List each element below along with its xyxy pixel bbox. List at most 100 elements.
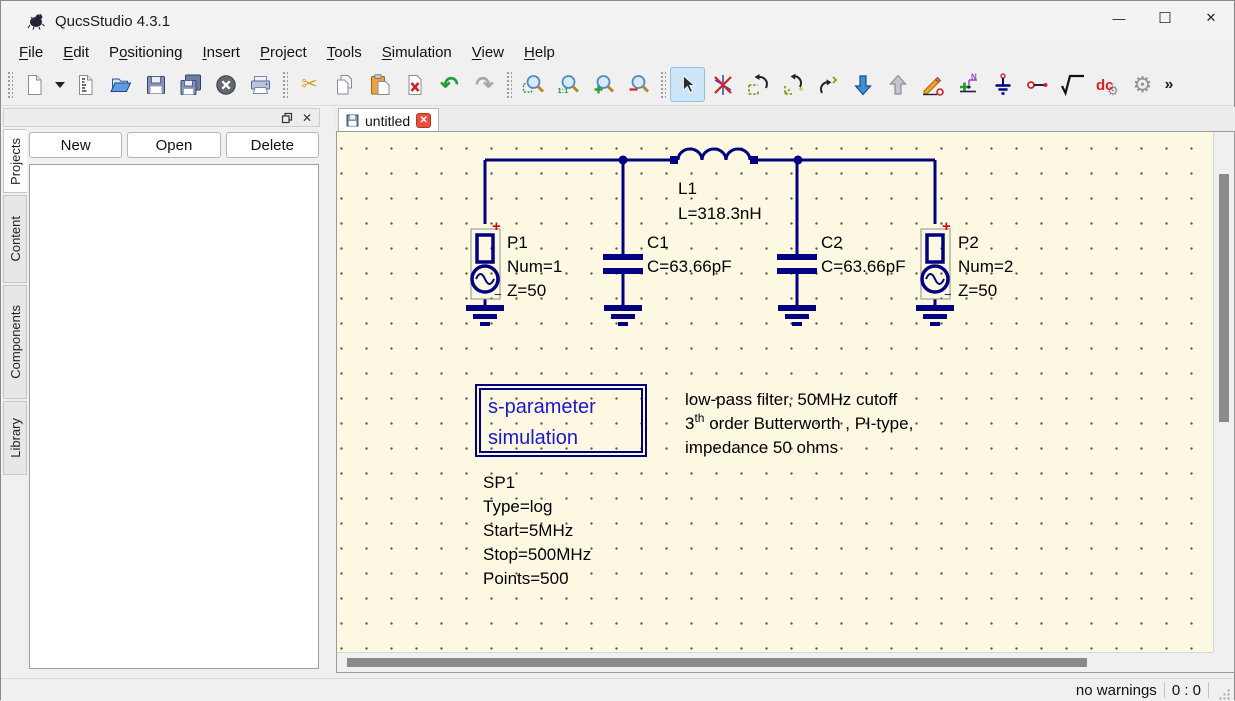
component-C1[interactable]: C1 C=63.66pF — [603, 233, 732, 276]
svg-text:C=63.66pF: C=63.66pF — [821, 257, 906, 276]
warnings-status: no warnings — [1075, 681, 1157, 699]
print-document-button[interactable] — [243, 67, 278, 102]
component-P1[interactable]: + − P1 Num=1 Z=50 — [470, 218, 562, 302]
insert-equation-button[interactable] — [1055, 67, 1090, 102]
close-button[interactable]: ✕ — [1188, 1, 1234, 35]
horizontal-scrollbar-thumb[interactable] — [347, 658, 1087, 667]
dc-bias-simulation-button[interactable]: ⚙ dc — [1090, 67, 1125, 102]
s-parameter-simulation-block[interactable]: s-parameter simulation — [475, 384, 647, 457]
svg-text:Type=log: Type=log — [483, 497, 552, 516]
svg-text:N: N — [971, 73, 977, 82]
menu-file[interactable]: File — [19, 44, 44, 61]
sidebar-tab-components[interactable]: Components — [3, 285, 27, 399]
node-name-icon: N — [959, 73, 977, 92]
zoom-1-1-button[interactable]: 1:1 — [551, 67, 586, 102]
insert-wire-label-button[interactable] — [915, 67, 950, 102]
menu-project[interactable]: Project — [259, 44, 307, 61]
mirror-component-button[interactable] — [810, 67, 845, 102]
sidebar-tab-projects[interactable]: Projects — [3, 129, 27, 193]
sp1-parameters[interactable]: SP1 Type=log Start=5MHz Stop=500MHz Poin… — [483, 473, 591, 588]
close-document-button[interactable] — [208, 67, 243, 102]
new-document-button[interactable] — [17, 67, 52, 102]
zoom-out-icon — [629, 74, 650, 93]
float-panel-icon[interactable] — [281, 112, 293, 124]
pop-out-subcircuit-button[interactable] — [880, 67, 915, 102]
component-C2[interactable]: C2 C=63.66pF — [777, 233, 906, 276]
menu-help[interactable]: Help — [524, 44, 555, 61]
zoom-in-button[interactable] — [586, 67, 621, 102]
statusbar-separator — [1163, 682, 1165, 698]
insert-ground-button[interactable] — [985, 67, 1020, 102]
new-text-document-button[interactable] — [68, 67, 103, 102]
go-into-subcircuit-button[interactable] — [845, 67, 880, 102]
undo-button[interactable]: ↶ — [432, 67, 467, 102]
vertical-scrollbar-thumb[interactable] — [1219, 174, 1229, 422]
schematic-svg: L1 L=318.3nH + − P1 Num=1 Z=50 — [466, 147, 1013, 588]
zoom-fit-button[interactable] — [516, 67, 551, 102]
open-document-button[interactable] — [103, 67, 138, 102]
svg-text:impedance 50 ohms: impedance 50 ohms — [685, 438, 838, 457]
comment-text[interactable]: low-pass filter, 50MHz cutoff 3th order … — [685, 390, 913, 457]
menu-view[interactable]: View — [471, 44, 505, 61]
document-tab-untitled[interactable]: untitled ✕ — [338, 108, 440, 132]
close-panel-icon[interactable]: ✕ — [301, 110, 312, 125]
statusbar-separator — [1208, 682, 1209, 698]
zoom-1-1-icon: 1:1 — [558, 74, 580, 95]
wires[interactable] — [483, 158, 937, 305]
menu-tools[interactable]: Tools — [326, 44, 362, 61]
wire-junction — [618, 155, 628, 165]
schematic-canvas[interactable]: L1 L=318.3nH + − P1 Num=1 Z=50 — [337, 132, 1214, 653]
menu-edit[interactable]: Edit — [63, 44, 90, 61]
menu-positioning[interactable]: Positioning — [109, 44, 183, 61]
menu-simulation[interactable]: Simulation — [381, 44, 452, 61]
cut-button[interactable]: ✂ — [292, 67, 327, 102]
ground-icon — [995, 72, 1010, 95]
svg-text:⚙: ⚙ — [1107, 83, 1119, 97]
more-chevron-icon: » — [1164, 75, 1174, 93]
horizontal-scrollbar[interactable] — [337, 652, 1214, 672]
new-document-dropdown-button[interactable] — [52, 67, 68, 102]
zoom-in-icon — [594, 74, 615, 93]
project-list[interactable] — [29, 164, 319, 669]
maximize-button[interactable]: ☐ — [1142, 1, 1188, 35]
delete-project-button[interactable]: Delete — [225, 132, 319, 158]
new-text-document-icon — [78, 74, 92, 95]
component-P2[interactable]: + − P2 Num=2 Z=50 — [920, 218, 1013, 302]
new-project-button[interactable]: New — [29, 132, 123, 158]
vertical-scrollbar[interactable] — [1213, 132, 1234, 653]
rotate-component-button[interactable] — [775, 67, 810, 102]
select-tool-button[interactable] — [670, 67, 705, 102]
deactivate-component-button[interactable] — [705, 67, 740, 102]
simulation-settings-button[interactable]: ⚙ — [1125, 67, 1160, 102]
sidebar-tab-content[interactable]: Content — [3, 195, 27, 283]
minimize-button[interactable]: — — [1096, 1, 1142, 35]
tab-close-icon[interactable]: ✕ — [416, 113, 432, 128]
sidebar-tabs: Projects Content Components Library — [3, 129, 27, 475]
more-buttons-button[interactable]: » — [1160, 67, 1178, 102]
cut-scissors-icon: ✂ — [301, 74, 318, 95]
deactivate-icon — [713, 74, 732, 95]
insert-node-name-button[interactable]: N — [950, 67, 985, 102]
open-project-button[interactable]: Open — [127, 132, 221, 158]
menu-insert[interactable]: Insert — [202, 44, 240, 61]
insert-port-button[interactable] — [1020, 67, 1055, 102]
redo-icon: ↷ — [475, 71, 494, 97]
zoom-out-button[interactable] — [621, 67, 656, 102]
zoom-fit-icon — [522, 74, 545, 93]
svg-text:−: − — [944, 287, 952, 302]
project-actions: New Open Delete — [29, 132, 319, 158]
move-component-text-button[interactable] — [740, 67, 775, 102]
redo-button[interactable]: ↷ — [467, 67, 502, 102]
save-document-button[interactable] — [138, 67, 173, 102]
save-all-documents-button[interactable] — [173, 67, 208, 102]
paste-button[interactable] — [362, 67, 397, 102]
sidebar-tab-library[interactable]: Library — [3, 401, 27, 475]
component-L1[interactable]: L1 L=318.3nH — [670, 147, 762, 223]
status-bar: no warnings 0 : 0 — [1, 678, 1234, 701]
copy-button[interactable] — [327, 67, 362, 102]
svg-text:Stop=500MHz: Stop=500MHz — [483, 545, 591, 564]
resize-grip-icon[interactable] — [1218, 688, 1231, 701]
app-logo-icon — [27, 13, 45, 30]
delete-button[interactable] — [397, 67, 432, 102]
svg-text:C1: C1 — [647, 233, 669, 252]
